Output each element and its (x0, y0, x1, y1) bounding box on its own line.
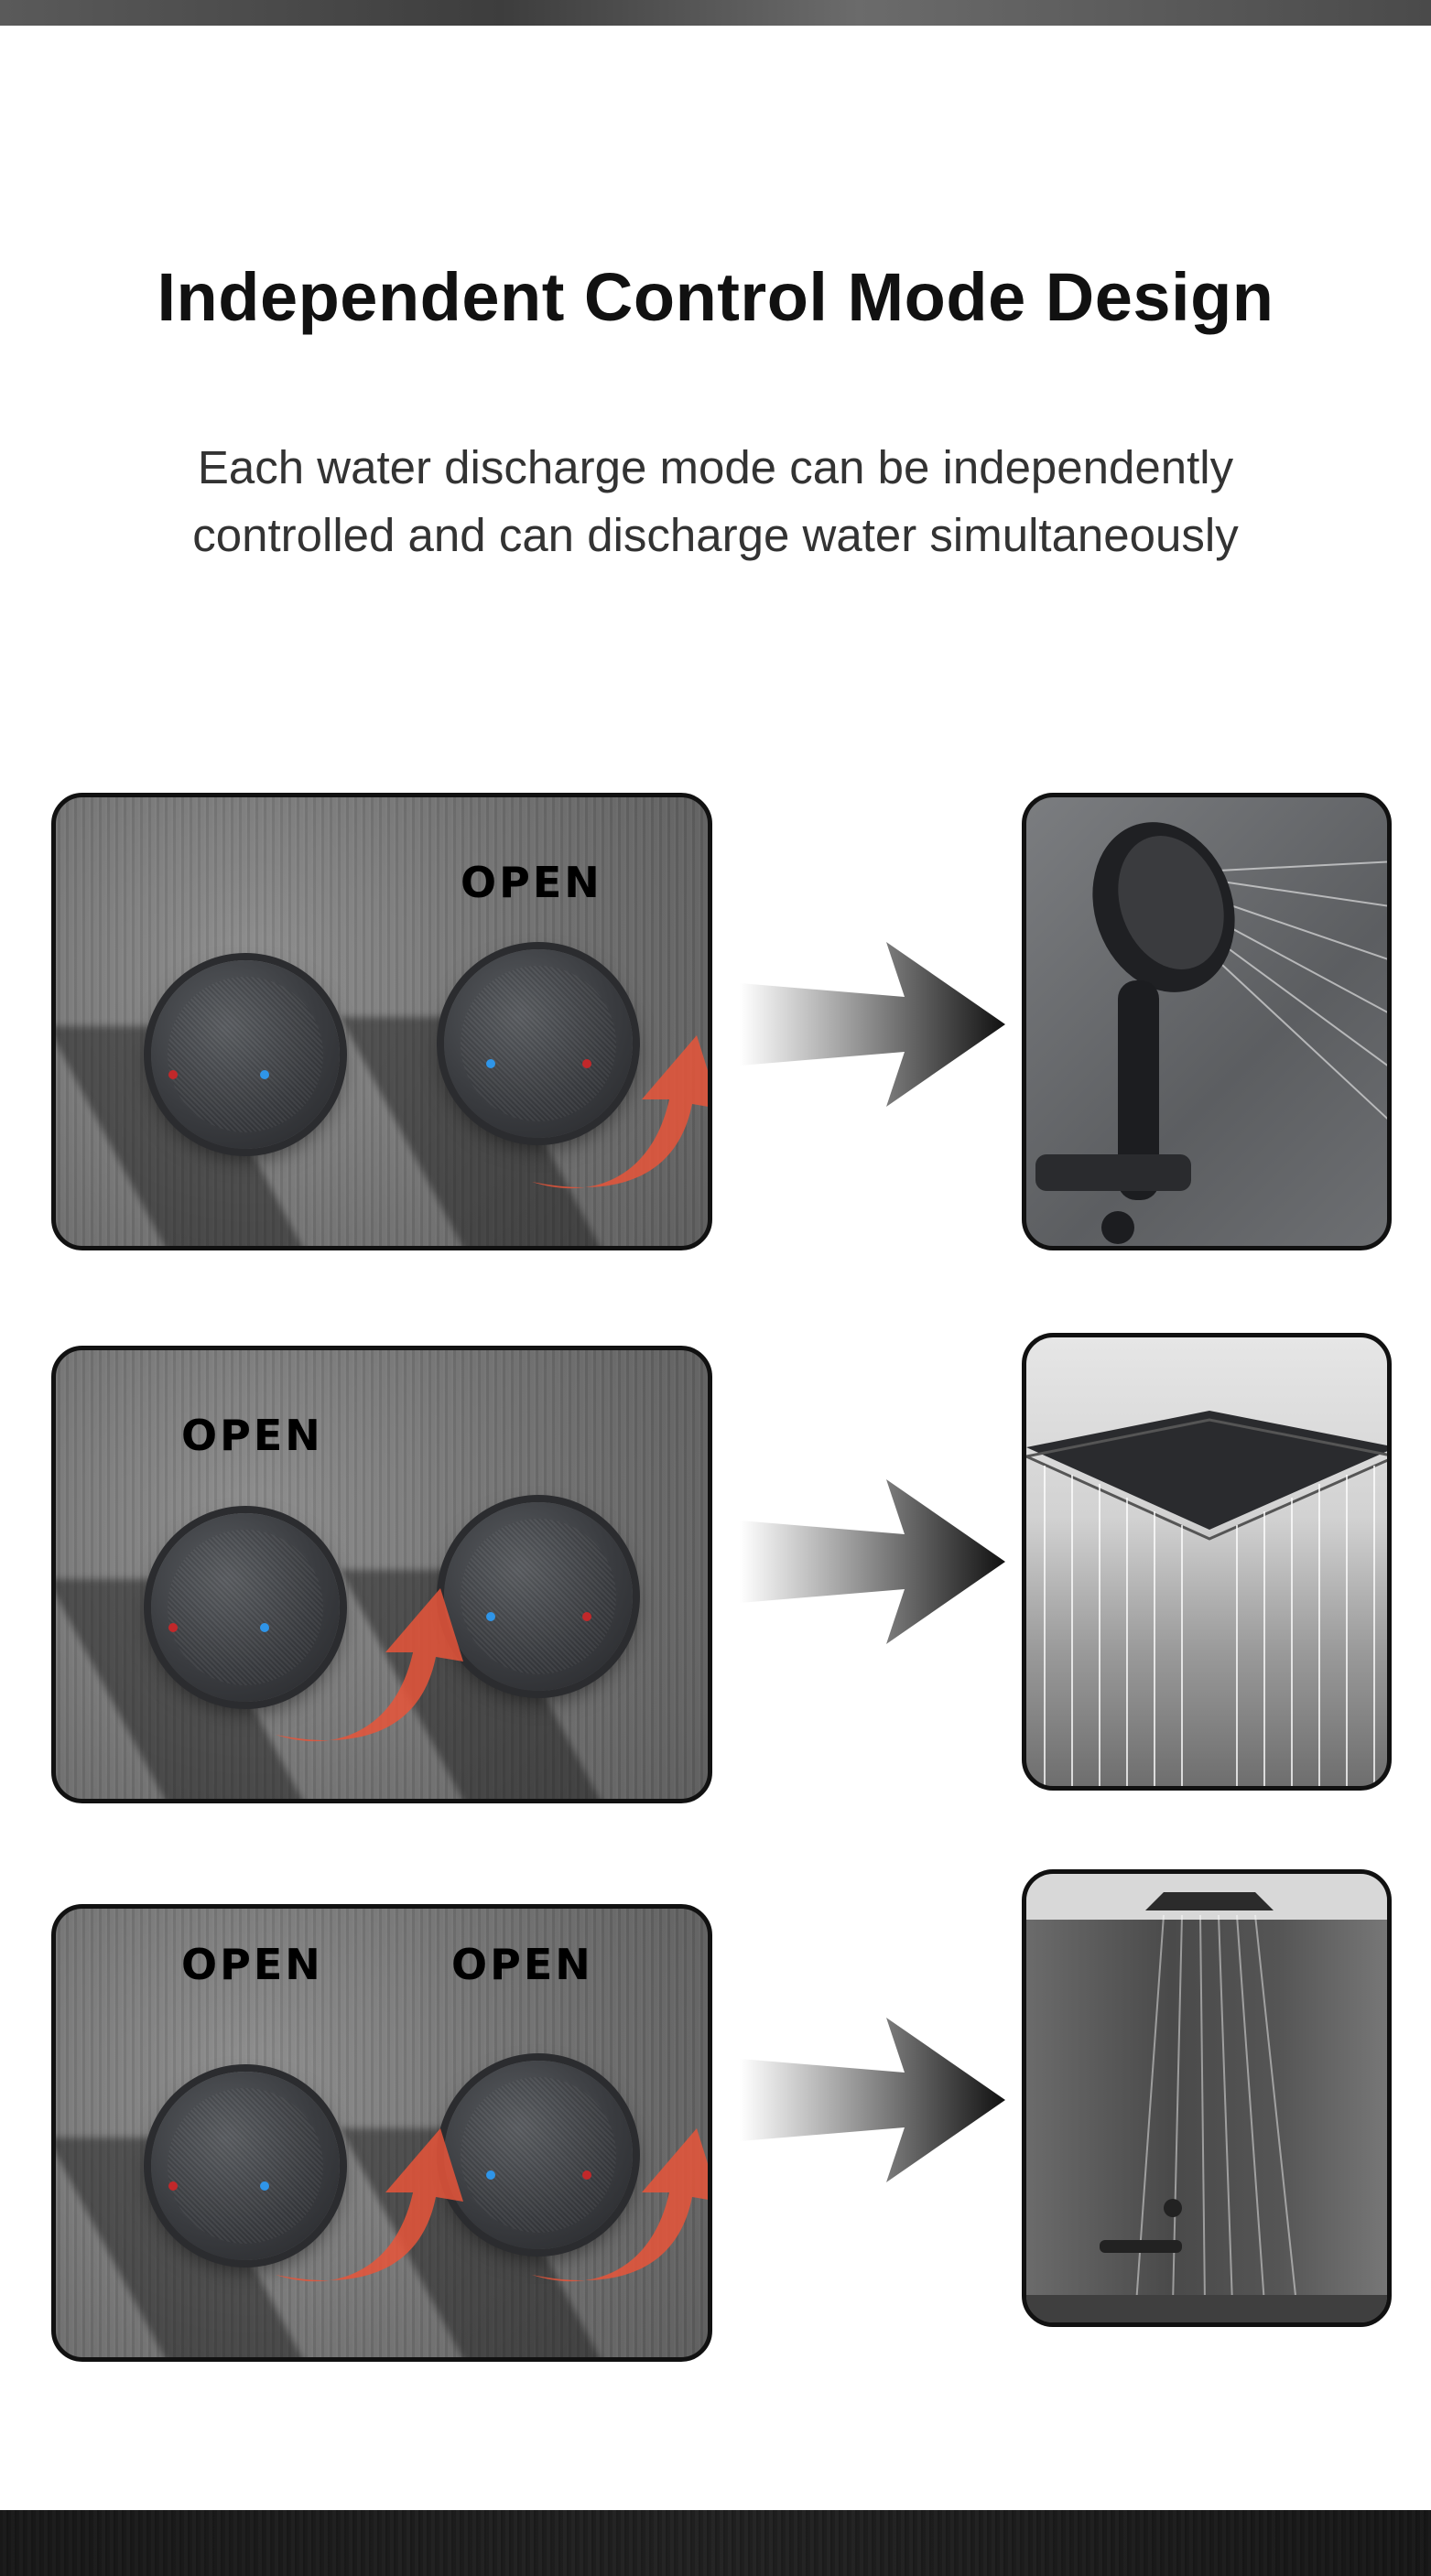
open-label-left: OPEN (181, 1940, 323, 1989)
hot-indicator-dot (582, 1059, 591, 1068)
turn-arrow-icon (532, 2128, 708, 2282)
valve-panel-1: OPEN (51, 793, 712, 1250)
right-arrow-icon (740, 1479, 1005, 1644)
bottom-texture-strip (0, 2510, 1431, 2576)
photo-handheld-shower (1022, 793, 1392, 1250)
knob-left[interactable] (151, 1513, 340, 1702)
page-subtitle: Each water discharge mode can be indepen… (0, 434, 1431, 569)
knob-right[interactable] (444, 2061, 633, 2249)
cold-indicator-dot (260, 2181, 269, 2191)
right-arrow-icon (740, 2018, 1005, 2182)
hot-indicator-dot (168, 2181, 178, 2191)
open-label-left: OPEN (181, 1411, 323, 1460)
handheld-shower-icon (1035, 822, 1387, 1244)
valve-panel-3: OPEN OPEN (51, 1904, 712, 2362)
hot-indicator-dot (582, 2170, 591, 2180)
shower-room-icon (1026, 1874, 1387, 2322)
page-title: Independent Control Mode Design (157, 259, 1274, 335)
hot-indicator-dot (168, 1623, 178, 1632)
right-arrow-icon (740, 942, 1005, 1107)
hot-indicator-dot (168, 1070, 178, 1079)
cold-indicator-dot (486, 2170, 495, 2180)
top-texture-strip (0, 0, 1431, 26)
turn-arrow-icon (532, 1035, 708, 1189)
turn-arrow-icon (276, 1588, 463, 1742)
knob-right[interactable] (444, 1502, 633, 1691)
cold-indicator-dot (486, 1059, 495, 1068)
rain-shower-icon (1026, 1411, 1387, 1786)
cold-indicator-dot (260, 1623, 269, 1632)
cold-indicator-dot (260, 1070, 269, 1079)
knob-right[interactable] (444, 949, 633, 1138)
knob-left[interactable] (151, 960, 340, 1149)
open-label-right: OPEN (461, 858, 602, 907)
photo-shower-room (1022, 1869, 1392, 2327)
valve-panel-2: OPEN (51, 1346, 712, 1803)
cold-indicator-dot (486, 1612, 495, 1621)
subtitle-line-1: Each water discharge mode can be indepen… (197, 441, 1234, 493)
turn-arrow-icon (276, 2128, 463, 2282)
open-label-right: OPEN (451, 1940, 593, 1989)
knob-left[interactable] (151, 2072, 340, 2260)
subtitle-line-2: controlled and can discharge water simul… (192, 509, 1239, 561)
hot-indicator-dot (582, 1612, 591, 1621)
photo-rain-shower (1022, 1333, 1392, 1791)
